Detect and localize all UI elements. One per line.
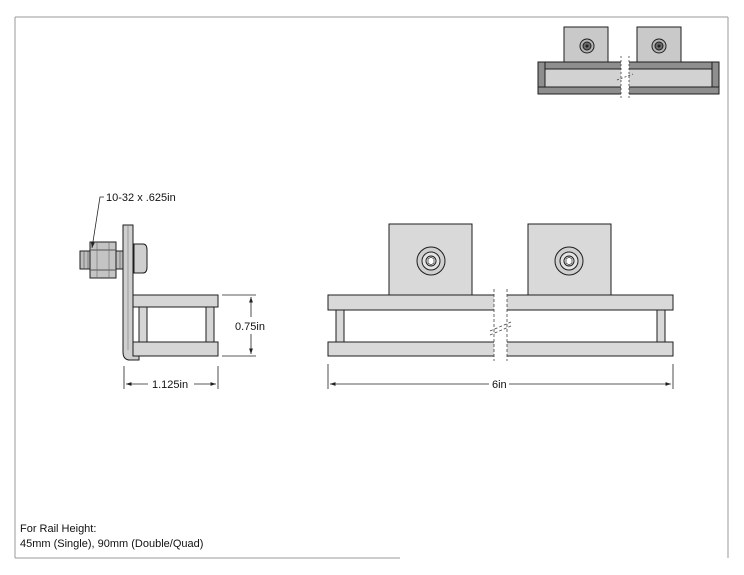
break-line-icon (489, 289, 512, 361)
front-screw-icon (554, 246, 584, 276)
screw-callout-label: 10-32 x .625in (106, 192, 176, 204)
preview-screw-icon (651, 38, 667, 54)
rail-height-note-title: For Rail Height: (20, 523, 97, 535)
drawing-frame (14, 16, 729, 559)
length-dimension-label: 6in (492, 379, 507, 391)
front-view (327, 223, 674, 357)
height-dimension-label: 0.75in (235, 321, 265, 333)
length-dimension (327, 364, 674, 389)
preview-view (537, 26, 720, 98)
side-width-dimension-label: 1.125in (152, 379, 188, 391)
side-view (79, 224, 219, 361)
nut-icon (89, 241, 117, 279)
front-screw-icon (416, 246, 446, 276)
side-dimensions (90, 196, 256, 389)
preview-screw-icon (579, 38, 595, 54)
rail-height-note-values: 45mm (Single), 90mm (Double/Quad) (20, 538, 204, 550)
